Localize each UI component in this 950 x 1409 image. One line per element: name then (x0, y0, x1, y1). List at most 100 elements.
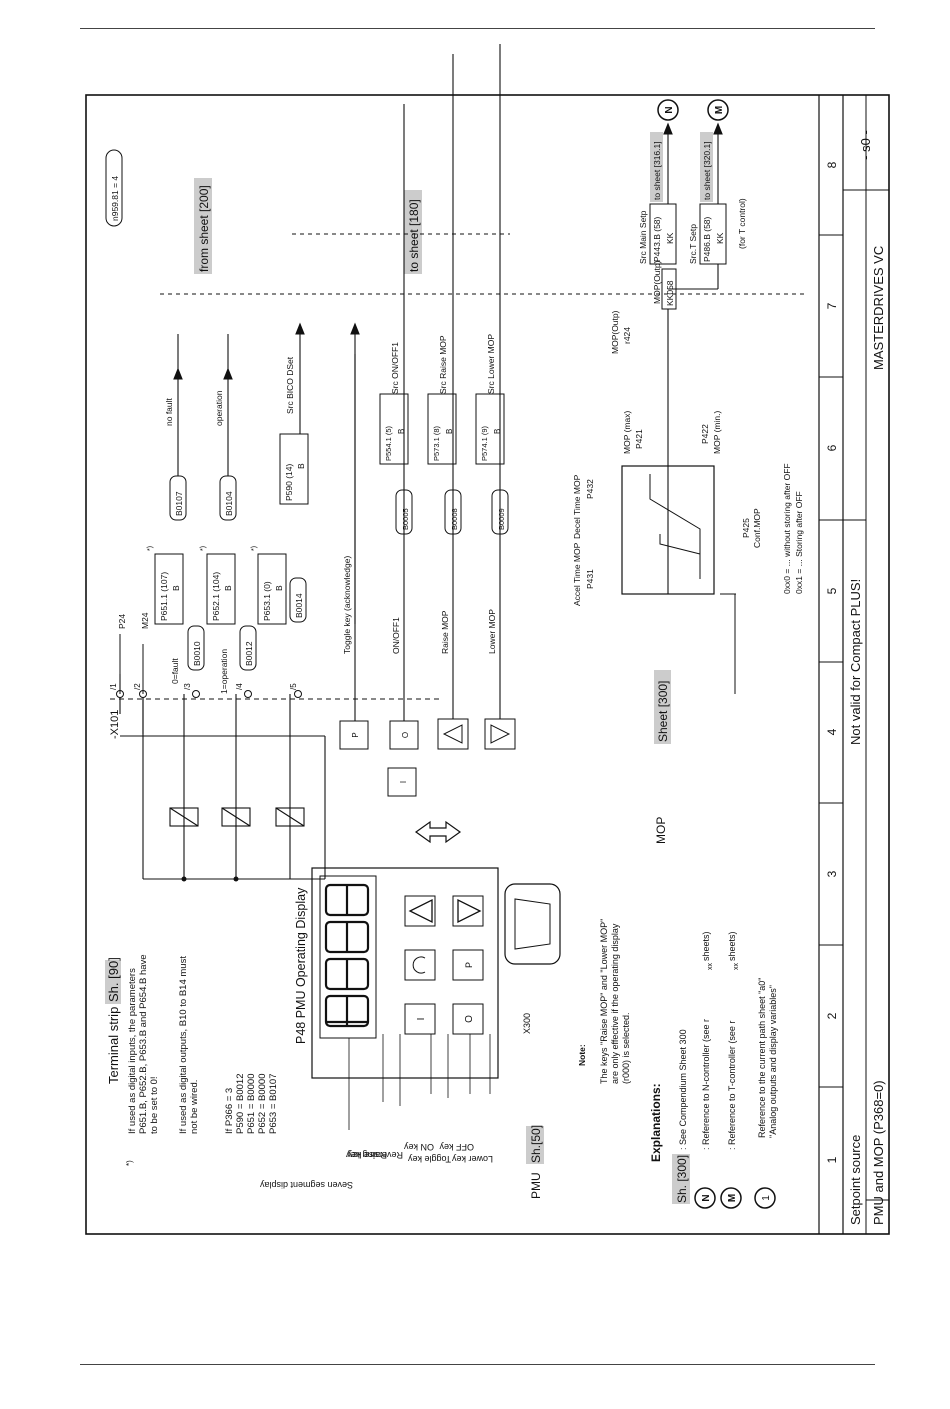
lbl-toggle: Toggle key (407, 1154, 451, 1164)
x101-label: -X101 (109, 710, 121, 739)
p422: P422 (700, 424, 710, 444)
raise-mop-sig: Raise MOP (440, 610, 450, 654)
p366-5: P653 = B0107 (268, 1074, 279, 1134)
term-3: /3 (183, 683, 192, 690)
exp-sh-box (672, 1154, 690, 1204)
mop-outp2: MOP(Outp) (652, 260, 662, 304)
p443: P443.B (58) (652, 216, 662, 262)
to-320-box (700, 132, 713, 202)
exp-m-sheets: sheets) (727, 931, 737, 961)
sheet-code: - s0 - (858, 130, 873, 160)
n-symbol-label: N (701, 1194, 712, 1201)
col-5: 5 (825, 587, 839, 594)
src-raise: Src Raise MOP (438, 335, 448, 394)
to-sheet: to sheet [180] (407, 199, 421, 272)
terminal-strip-ref-box (105, 960, 121, 1004)
b0012: B0012 (244, 641, 254, 666)
src-on: Src ON/OFF1 (390, 342, 400, 394)
conf-line2: 0xx1 = ... Storing after OFF (794, 491, 804, 594)
p652-b: B (223, 585, 233, 591)
title-line1: Setpoint source (848, 1135, 863, 1225)
title-line2: PMU and MOP (P368=0) (871, 1080, 886, 1225)
m24-label: M24 (140, 612, 150, 629)
out-n-label: N (664, 106, 675, 113)
pmu-panel (311, 867, 499, 1079)
p366-4: P652 = B0000 (257, 1074, 268, 1134)
note-line3: (r000) is selected. (621, 1012, 631, 1084)
pmu-label: PMU (529, 1172, 543, 1199)
lbl-lower: Lower key (451, 1154, 493, 1164)
pmu-leaders (348, 1034, 491, 1130)
one-symbol-label: 1 (761, 1195, 772, 1201)
b0010: B0010 (192, 641, 202, 666)
raise-key[interactable] (404, 895, 436, 927)
note-line1: The keys "Raise MOP" and "Lower MOP" (599, 919, 609, 1084)
fault0-label: 0=fault (170, 658, 180, 684)
p432-label: P432 (585, 479, 595, 499)
lower-key[interactable] (452, 895, 484, 927)
p651-label: P651.1 (107) (159, 572, 169, 621)
conf-line1: 0xx0 = ... without storing after OFF (782, 463, 792, 594)
to-320: to sheet [320.1] (702, 141, 712, 200)
exp-m-sub: xx (733, 963, 740, 971)
key-o: O (401, 732, 410, 738)
p443-box (649, 203, 677, 265)
p653-label: P653.1 (0) (262, 581, 272, 621)
mop-max: MOP (max) (622, 411, 632, 454)
raise-arrow-icon (408, 898, 433, 924)
p573-b: B (445, 429, 454, 434)
mop-min: MOP (min.) (712, 411, 722, 454)
double-arrow-icon (414, 820, 462, 844)
toggle-key-sig: Toggle key (acknowledge) (342, 556, 352, 654)
drive-keys (339, 718, 516, 797)
out-m-label: M (714, 106, 725, 114)
kk058: KK058 (665, 280, 675, 306)
note-head: Note: (577, 1044, 587, 1066)
from-sheet: from sheet [200] (197, 185, 211, 272)
p573: P573.1 (8) (432, 425, 441, 461)
p486: P486.B (58) (702, 216, 712, 262)
toggle-key[interactable] (452, 949, 484, 981)
not-valid-note: Not valid for Compact PLUS! (848, 579, 863, 745)
pmu-title: P48 PMU Operating Display (294, 887, 308, 1044)
on-key-label: I (416, 1018, 427, 1021)
p651-b: B (171, 585, 181, 591)
term-2: /2 (133, 683, 142, 690)
to-316: to sheet [316.1] (652, 141, 662, 200)
term-1: /1 (109, 683, 118, 690)
reverse-icon (412, 956, 426, 974)
note-di-1: If used as digital inputs, the parameter… (127, 968, 138, 1134)
p24-label: P24 (117, 614, 127, 629)
exp-sh-text: : See Compendium Sheet 300 (678, 1029, 688, 1150)
p653-b: B (274, 585, 284, 591)
lbl-raise: Raise key (347, 1150, 387, 1160)
seven-segment-display (319, 875, 377, 1039)
conf-mop: Conf.MOP (752, 508, 762, 548)
src-lower: Src Lower MOP (486, 334, 496, 394)
lbl-on: ON key (403, 1142, 434, 1152)
r424: r424 (622, 327, 632, 344)
one-symbol (754, 1187, 776, 1209)
star-3: *) (251, 546, 258, 551)
n-symbol (694, 1187, 716, 1209)
exp-m-text: : Reference to T-controller (see r (727, 1021, 737, 1150)
exp-n-sheets: sheets) (701, 931, 711, 961)
lbl-reverse: Reversing key (345, 1150, 403, 1160)
reversing-key[interactable] (404, 949, 436, 981)
off-key[interactable] (452, 1003, 484, 1035)
pmu-ref-box (526, 1126, 544, 1164)
note-di-2: P651.B, P652.B, P653.B and P654.B have (138, 954, 149, 1134)
src-bico-label: Src BICO DSet (285, 356, 295, 414)
note-di-3: to be set to 0! (149, 1076, 160, 1134)
on-key[interactable] (404, 1003, 436, 1035)
dsub-shape (514, 898, 551, 950)
product-name: MASTERDRIVES VC (871, 246, 886, 370)
p590-b: B (296, 463, 306, 469)
col-8: 8 (825, 161, 839, 168)
exp-n-text: : Reference to N-controller (see r (701, 1019, 711, 1150)
col-4: 4 (825, 728, 839, 735)
col-3: 3 (825, 870, 839, 877)
note-do-2: not be wired. (189, 1080, 200, 1134)
p652-label: P652.1 (104) (211, 572, 221, 621)
